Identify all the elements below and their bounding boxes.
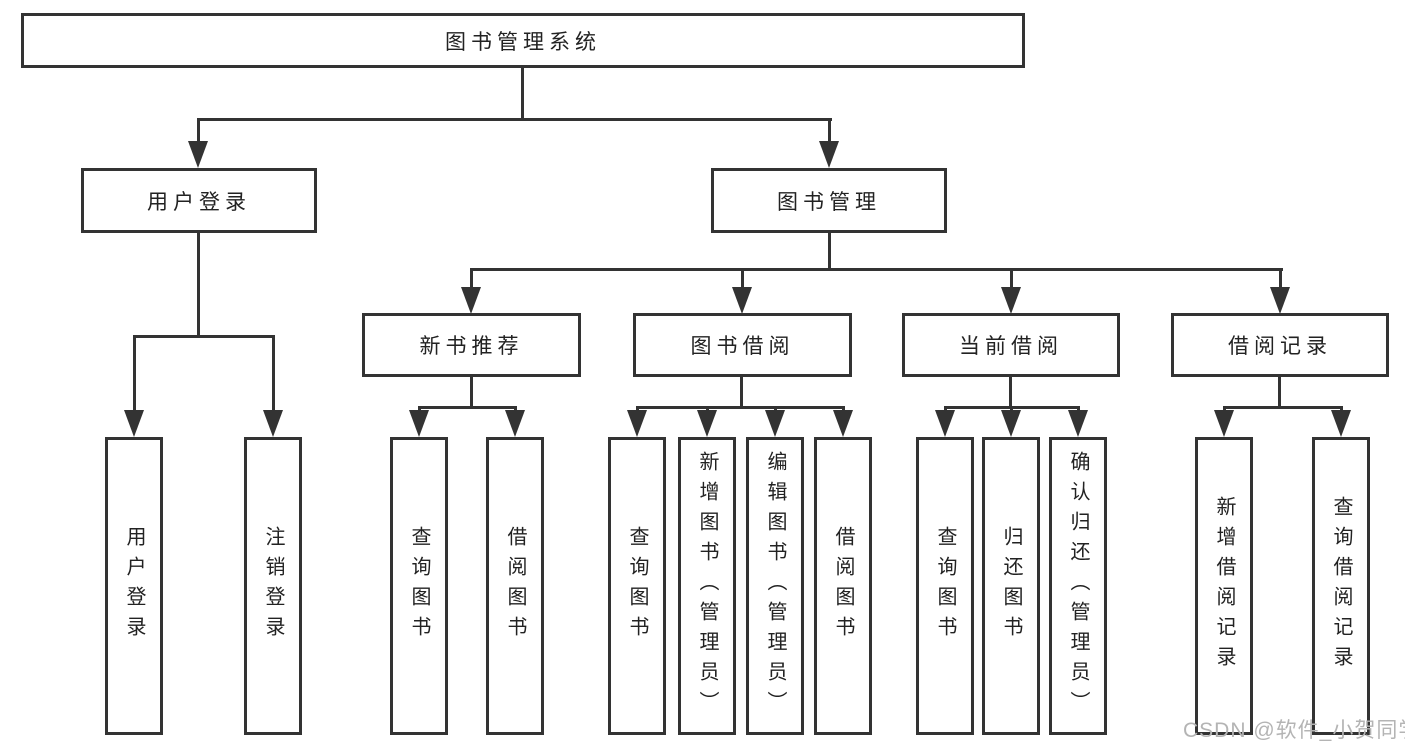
connector-line — [1010, 270, 1013, 290]
connector-line — [133, 337, 136, 413]
connector-line — [272, 337, 275, 413]
connector-line — [418, 406, 517, 409]
connector-arrow — [124, 410, 144, 437]
connector-arrow — [188, 141, 208, 168]
connector-line — [1009, 377, 1012, 408]
node-query-borrow-record: 查询借阅记录 — [1312, 437, 1370, 735]
node-edit-book-admin: 编辑图书（管理员） — [746, 437, 804, 735]
node-logout-leaf: 注销登录 — [244, 437, 302, 735]
node-root: 图书管理系统 — [21, 13, 1025, 68]
node-current-borrow: 当前借阅 — [902, 313, 1120, 377]
connector-line — [470, 377, 473, 408]
connector-arrow — [409, 410, 429, 437]
connector-arrow — [935, 410, 955, 437]
node-query-books-recommend: 查询图书 — [390, 437, 448, 735]
node-book-management: 图书管理 — [711, 168, 947, 233]
connector-line — [197, 120, 200, 145]
connector-arrow — [1001, 410, 1021, 437]
node-query-books-current: 查询图书 — [916, 437, 974, 735]
connector-line — [828, 233, 831, 271]
connector-line — [1279, 270, 1282, 290]
node-login-leaf: 用户登录 — [105, 437, 163, 735]
connector-arrow — [697, 410, 717, 437]
node-add-book-admin: 新增图书（管理员） — [678, 437, 736, 735]
connector-arrow — [1214, 410, 1234, 437]
connector-arrow — [461, 287, 481, 314]
connector-arrow — [1331, 410, 1351, 437]
connector-arrow — [505, 410, 525, 437]
node-borrow-books-recommend: 借阅图书 — [486, 437, 544, 735]
connector-line — [944, 406, 1080, 409]
connector-arrow — [1068, 410, 1088, 437]
node-borrow-records: 借阅记录 — [1171, 313, 1389, 377]
connector-arrow — [1001, 287, 1021, 314]
connector-line — [197, 233, 200, 338]
connector-arrow — [819, 141, 839, 168]
watermark: CSDN @软件_小贺同学 — [1183, 719, 1405, 742]
connector-line — [828, 120, 831, 145]
connector-line — [133, 335, 275, 338]
connector-line — [636, 406, 845, 409]
node-return-book: 归还图书 — [982, 437, 1040, 735]
connector-line — [521, 68, 524, 118]
node-borrow-books-leaf: 借阅图书 — [814, 437, 872, 735]
node-book-borrow: 图书借阅 — [633, 313, 852, 377]
node-user-login: 用户登录 — [81, 168, 317, 233]
node-confirm-return-admin: 确认归还（管理员） — [1049, 437, 1107, 735]
node-new-book-recommend: 新书推荐 — [362, 313, 581, 377]
node-add-borrow-record: 新增借阅记录 — [1195, 437, 1253, 735]
connector-line — [741, 270, 744, 290]
connector-line — [1223, 406, 1343, 409]
connector-arrow — [765, 410, 785, 437]
connector-arrow — [732, 287, 752, 314]
connector-line — [197, 118, 832, 121]
connector-line — [470, 268, 1283, 271]
connector-arrow — [1270, 287, 1290, 314]
connector-arrow — [833, 410, 853, 437]
connector-line — [740, 377, 743, 408]
node-query-books-borrow: 查询图书 — [608, 437, 666, 735]
connector-line — [1278, 377, 1281, 408]
connector-arrow — [263, 410, 283, 437]
connector-line — [470, 270, 473, 290]
connector-arrow — [627, 410, 647, 437]
